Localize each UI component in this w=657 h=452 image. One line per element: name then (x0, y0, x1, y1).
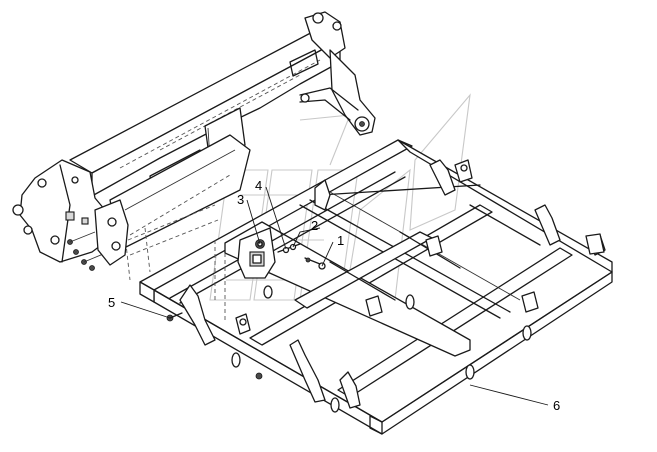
leader-lines (120, 186, 549, 406)
center-bracket-assembly (237, 227, 326, 279)
callout-2: 2 (311, 218, 318, 233)
lower-frame (139, 139, 613, 435)
bolt-item-5 (166, 312, 183, 322)
callout-6: 6 (553, 398, 560, 413)
callout-5: 5 (108, 295, 115, 310)
top-hinge-bracket (299, 11, 376, 136)
left-support-bracket (94, 199, 219, 266)
left-mounting-plate (12, 159, 109, 271)
callout-3: 3 (237, 192, 244, 207)
main-beam (69, 27, 341, 281)
callout-4: 4 (255, 178, 262, 193)
callout-1: 1 (337, 233, 344, 248)
loose-nut (255, 372, 263, 380)
